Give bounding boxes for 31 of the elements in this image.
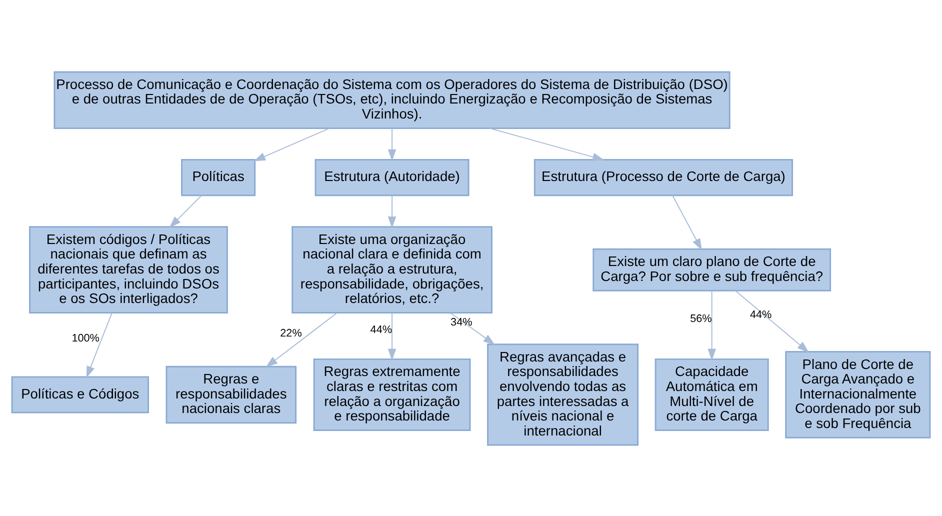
node-box: Regras avançadas e responsabilidades envolvendo todas as partes interessadas a níveis nacional e internacional: [487, 343, 639, 446]
edge-label: 22%: [280, 327, 302, 340]
node-box: Políticas e Códigos: [11, 376, 149, 413]
edge-label: 34%: [450, 316, 472, 328]
edge-label: 44%: [750, 308, 772, 321]
node-box: Processo de Comunicação e Coordenação do Sistema com os Operadores do Sistema de Distribuição (DSO) e de outras Entidades de de Operação (TSOs, etc), incluindo Energização e Recomposição de Sistemas Vizinhos).: [54, 70, 730, 128]
arrow: [734, 290, 810, 352]
node-box: Existem códigos / Políticas nacionais que definam as diferentes tarefas de todos os participantes, incluindo DSOs e os SOs interligados?: [29, 226, 228, 314]
arrow: [388, 194, 396, 228]
arrow: [86, 312, 112, 378]
edge-label: 100%: [72, 332, 100, 344]
node-box: Existe uma organização nacional clara e definida com a relação a estrutura, responsabilidade, obrigações, relatórios, etc.?: [292, 226, 492, 314]
edge-label: 44%: [370, 324, 392, 336]
node-box: Políticas: [181, 158, 256, 196]
node-box: Regras e responsabilidades nacionais claras: [166, 365, 297, 424]
node-box: Plano de Corte de Carga Avançado e Internacionalmente Coordenado por sub e sob Frequência: [785, 350, 931, 438]
arrow: [266, 312, 338, 367]
arrow: [450, 312, 496, 345]
arrow: [672, 194, 702, 250]
node-box: Capacidade Automática em Multi-Nível de corte de Carga: [654, 358, 769, 430]
arrow: [388, 127, 396, 161]
node-box: Estrutura (Autoridade): [314, 158, 470, 196]
node-box: Regras extremamente claras e restritas com relação a organização e responsabilidade: [313, 358, 471, 430]
edge-label: 56%: [690, 312, 712, 324]
node-box: Estrutura (Processo de Corte de Carga): [534, 158, 794, 196]
arrow: [254, 127, 330, 161]
arrow: [489, 127, 604, 160]
arrow: [708, 290, 716, 360]
node-box: Existe um claro plano de Corte de Carga? Por sobre e sub frequência?: [592, 248, 832, 291]
arrow: [388, 312, 396, 360]
arrow: [169, 194, 202, 228]
